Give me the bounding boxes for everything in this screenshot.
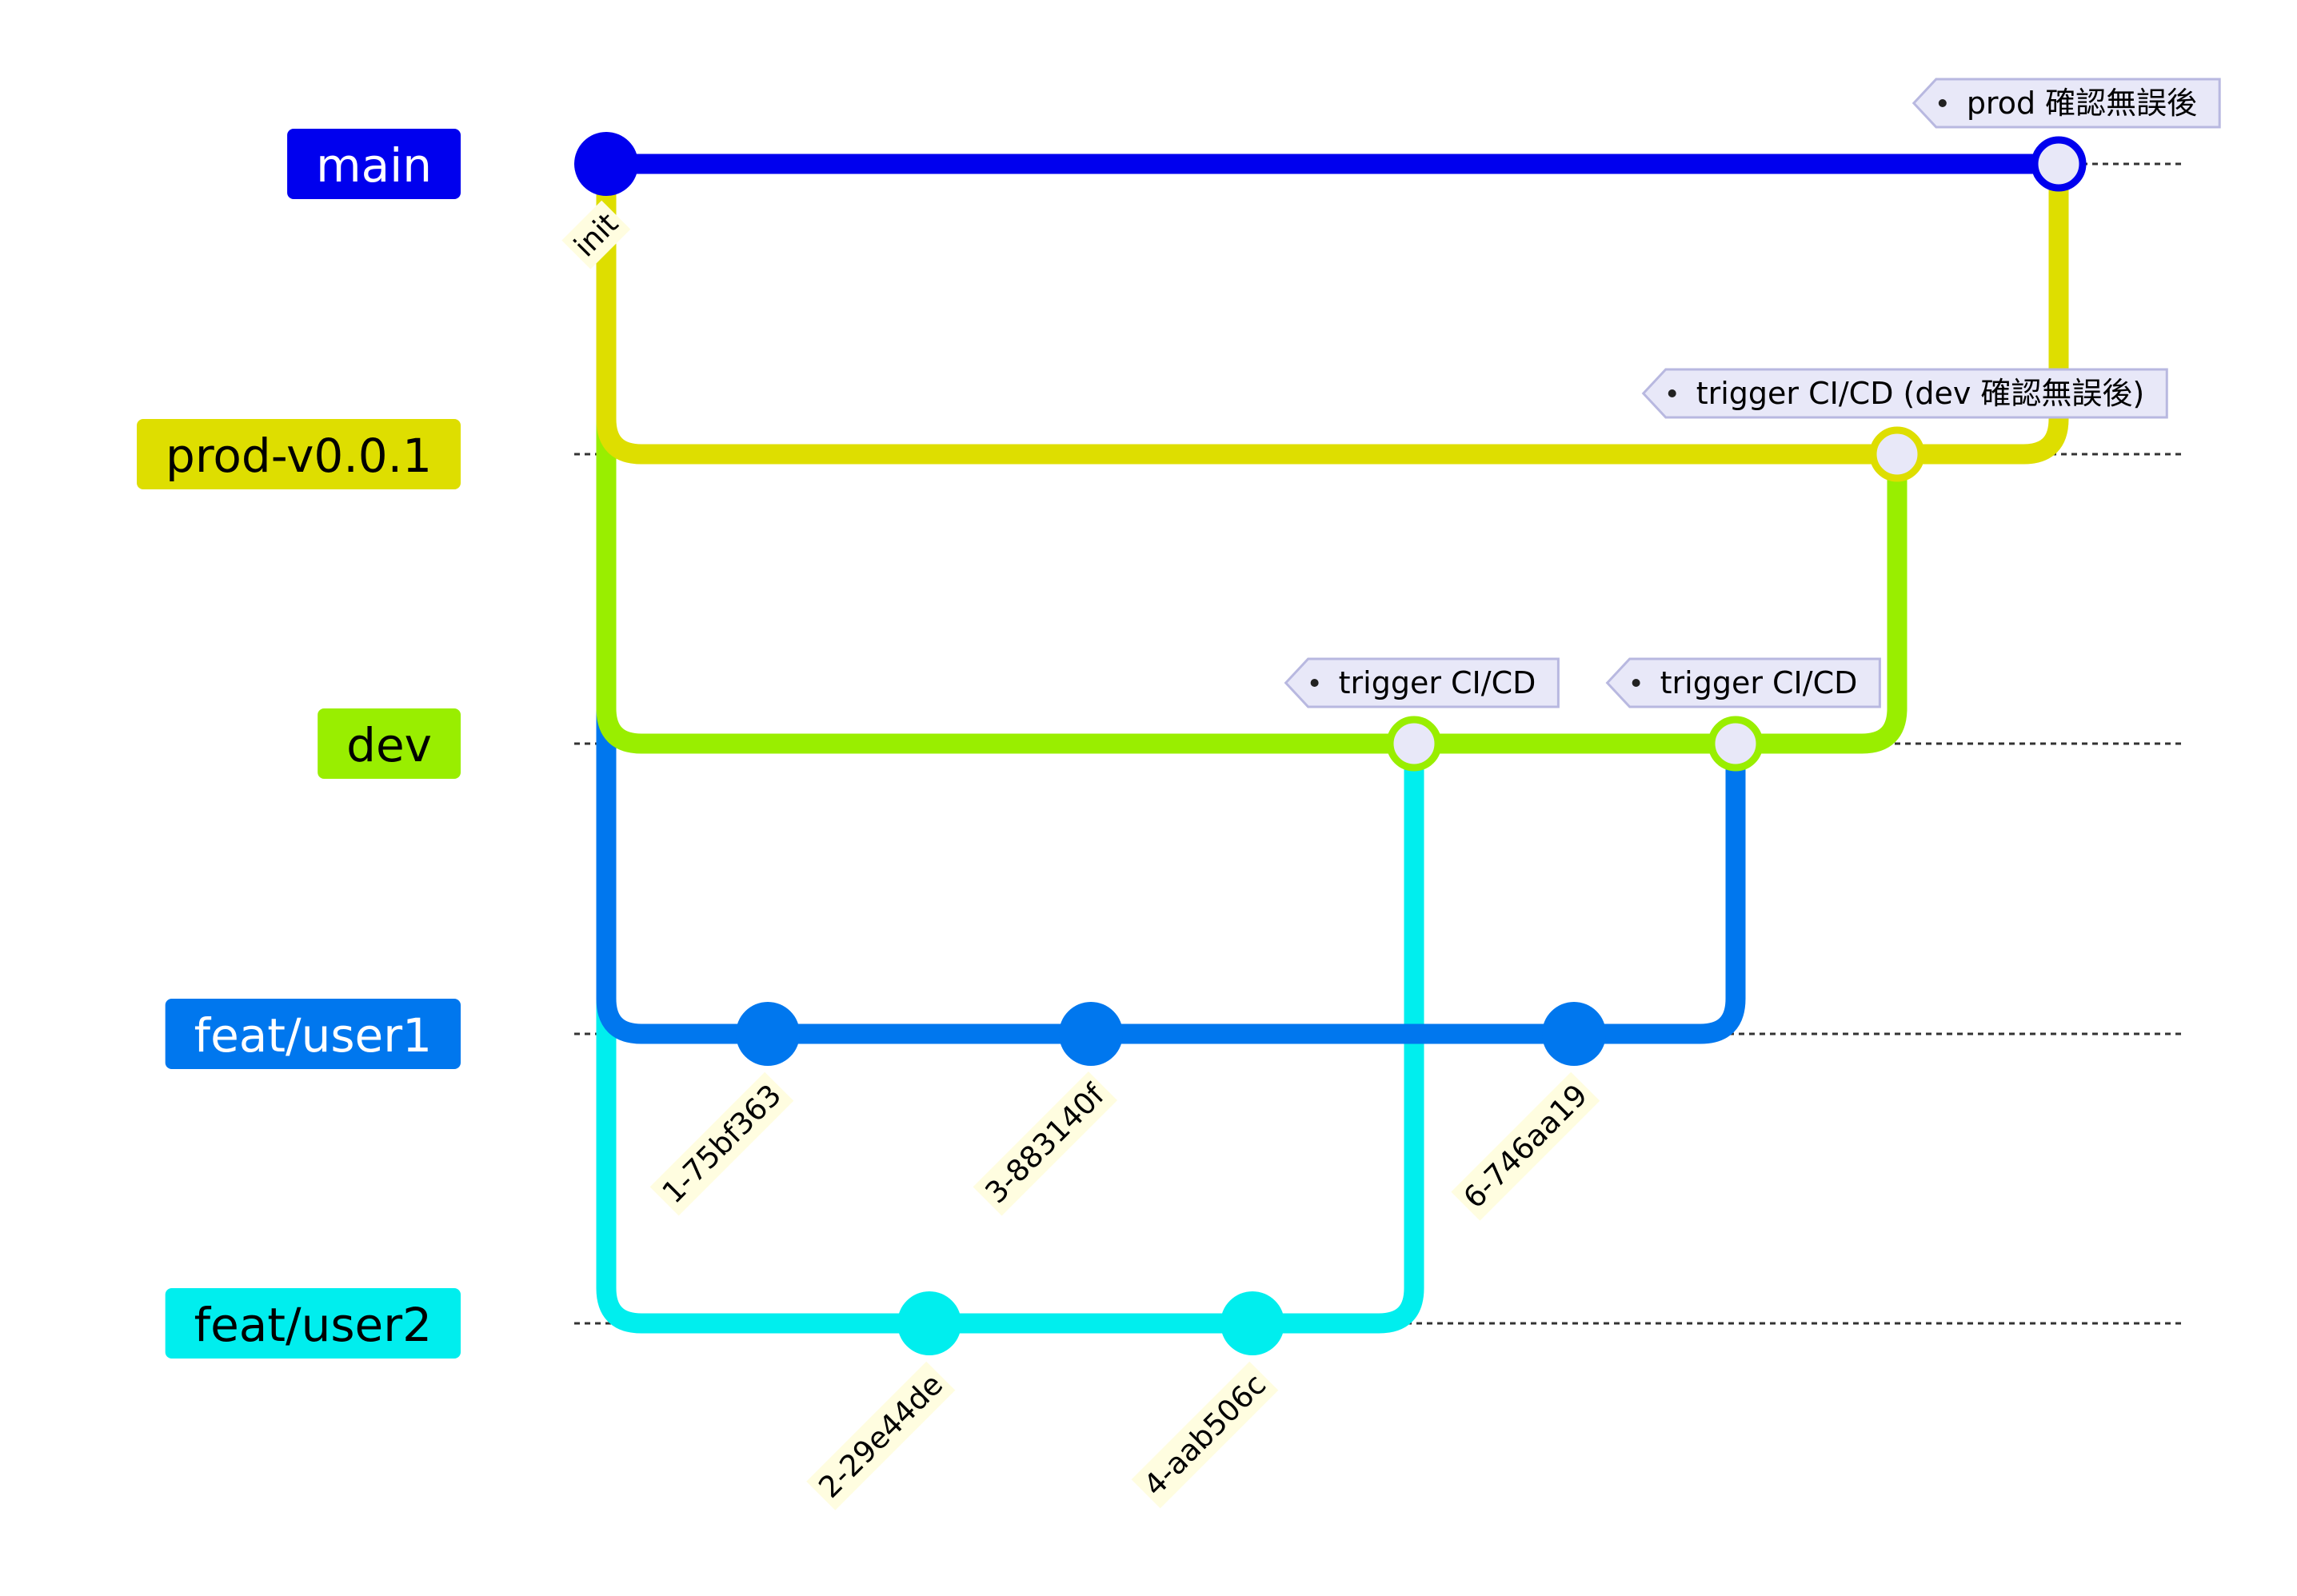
commit-node-merge-user1-dev <box>1708 716 1764 772</box>
svg-text:trigger CI/CD: trigger CI/CD <box>1339 665 1536 700</box>
svg-text:2-29e44de: 2-29e44de <box>812 1367 949 1505</box>
commit-label-4-aab506c: 4-aab506c <box>1131 1361 1279 1509</box>
branch-line-user2 <box>596 154 1263 1334</box>
branch-labels: main prod-v0.0.1 dev feat/user1 feat/user2 <box>137 129 461 1359</box>
branch-label-user1: feat/user1 <box>165 999 461 1069</box>
branch-label-prod: prod-v0.0.1 <box>137 419 461 489</box>
merge-line-user2-dev <box>1242 733 1424 1334</box>
svg-text:3-883140f: 3-883140f <box>979 1077 1112 1210</box>
svg-text:prod-v0.0.1: prod-v0.0.1 <box>166 429 432 483</box>
commit-node-6-746aa19 <box>1542 1002 1606 1066</box>
svg-text:dev: dev <box>346 718 432 772</box>
merge-line-user1-dev <box>1564 733 1746 1044</box>
svg-text:main: main <box>316 138 432 193</box>
commit-node-merge-prod-main <box>2031 136 2087 192</box>
commit-node-merge-user2-dev <box>1386 716 1442 772</box>
tag-merge-prod-main: prod 確認無誤後 <box>1912 78 2221 129</box>
commit-node-1-75bf363 <box>736 1002 800 1066</box>
merge-line-dev-prod <box>1725 444 1908 754</box>
svg-text:feat/user2: feat/user2 <box>194 1298 432 1352</box>
branch-label-user2: feat/user2 <box>165 1288 461 1359</box>
commit-label-2-29e44de: 2-29e44de <box>806 1361 956 1510</box>
commit-label-1-75bf363: 1-75bf363 <box>649 1071 794 1216</box>
commit-node-3-883140f <box>1059 1002 1123 1066</box>
tag-merge-user2-dev: trigger CI/CD <box>1284 657 1560 708</box>
tag-merge-dev-prod: trigger CI/CD (dev 確認無誤後) <box>1641 368 2168 419</box>
branch-label-dev: dev <box>318 708 461 779</box>
merge-line-prod-main <box>1887 154 2069 465</box>
svg-text:1-75bf363: 1-75bf363 <box>656 1078 789 1211</box>
commit-label-6-746aa19: 6-746aa19 <box>1451 1071 1600 1221</box>
svg-text:trigger CI/CD (dev 確認無誤後): trigger CI/CD (dev 確認無誤後) <box>1696 376 2145 411</box>
commit-node-init <box>574 132 638 196</box>
commit-node-merge-dev-prod <box>1869 426 1925 482</box>
commit-node-4-aab506c <box>1220 1291 1284 1355</box>
tag-merge-user1-dev: trigger CI/CD <box>1605 657 1881 708</box>
svg-text:4-aab506c: 4-aab506c <box>1137 1367 1272 1502</box>
commit-label-init: init <box>561 200 631 269</box>
branch-line-prod <box>596 154 1908 465</box>
commit-label-3-883140f: 3-883140f <box>973 1071 1117 1216</box>
branch-label-main: main <box>287 129 461 199</box>
svg-text:prod 確認無誤後: prod 確認無誤後 <box>1967 86 2197 121</box>
branch-lines <box>596 154 2069 1334</box>
svg-text:feat/user1: feat/user1 <box>194 1008 432 1063</box>
commit-nodes <box>574 132 2087 1355</box>
commit-labels: init 1-75bf363 2-29e44de 3-883140f 4-aab506c… <box>561 78 2221 1510</box>
svg-text:6-746aa19: 6-746aa19 <box>1456 1078 1594 1215</box>
branch-line-user1 <box>596 154 1584 1044</box>
branch-line-dev <box>596 154 1746 754</box>
svg-text:trigger CI/CD: trigger CI/CD <box>1660 665 1858 700</box>
commit-node-2-29e44de <box>897 1291 961 1355</box>
